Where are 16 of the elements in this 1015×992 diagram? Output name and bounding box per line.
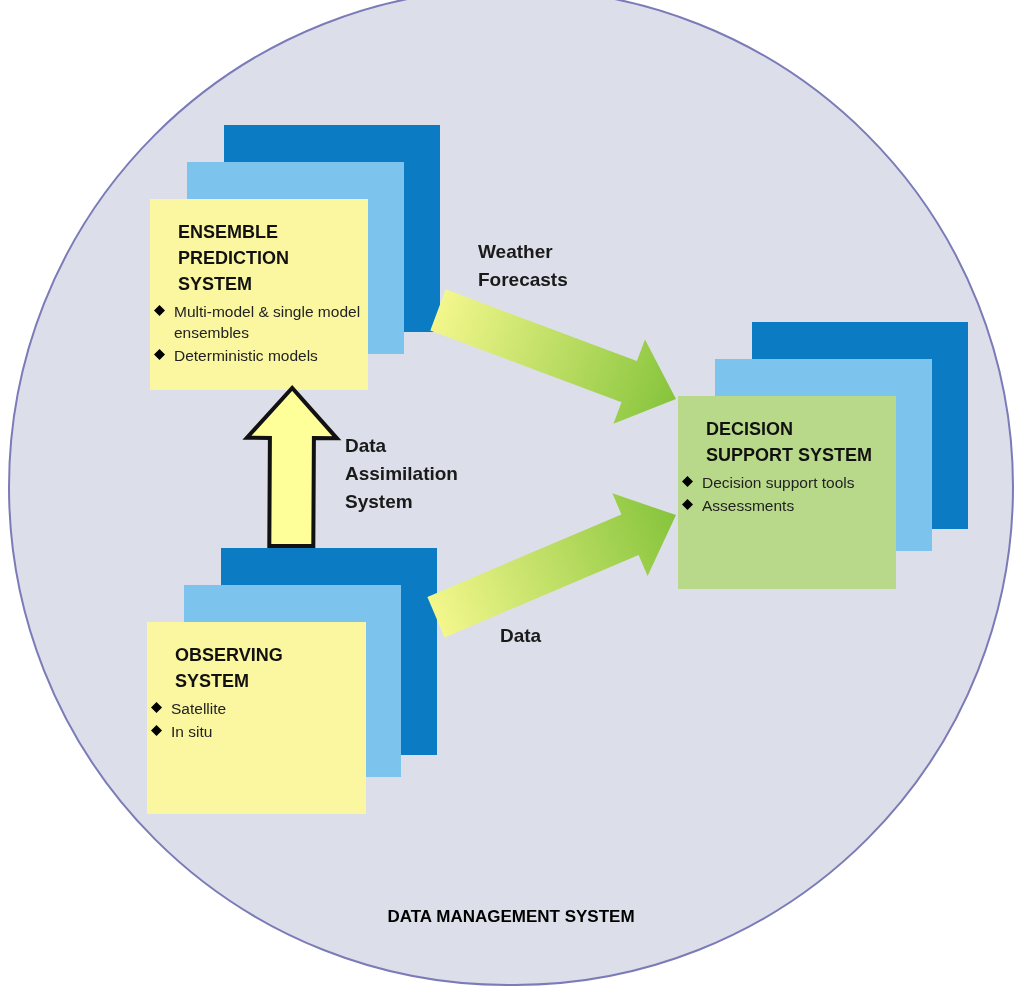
card-stack-drawing — [678, 322, 968, 589]
card-stack-drawing — [150, 125, 440, 390]
bullet-text: In situ — [171, 722, 213, 742]
block-arrow — [430, 289, 676, 424]
region-title: DATA MANAGEMENT SYSTEM — [386, 906, 636, 928]
bullet-text: Assessments — [702, 496, 795, 516]
card-heading: ENSEMBLE PREDICTION SYSTEM — [178, 221, 290, 296]
block-arrow — [242, 385, 342, 549]
bullet-text: Deterministic models — [174, 346, 318, 366]
card-stack-drawing — [147, 548, 438, 814]
card-heading: DECISION SUPPORT SYSTEM — [706, 418, 874, 467]
bullet-text: Decision support tools — [702, 473, 855, 493]
block-arrow — [427, 493, 676, 638]
card-heading: OBSERVING SYSTEM — [175, 644, 284, 693]
bullet-text: Multi-model & single model ensembles — [174, 302, 362, 343]
bullet-text: Satellite — [171, 699, 227, 719]
